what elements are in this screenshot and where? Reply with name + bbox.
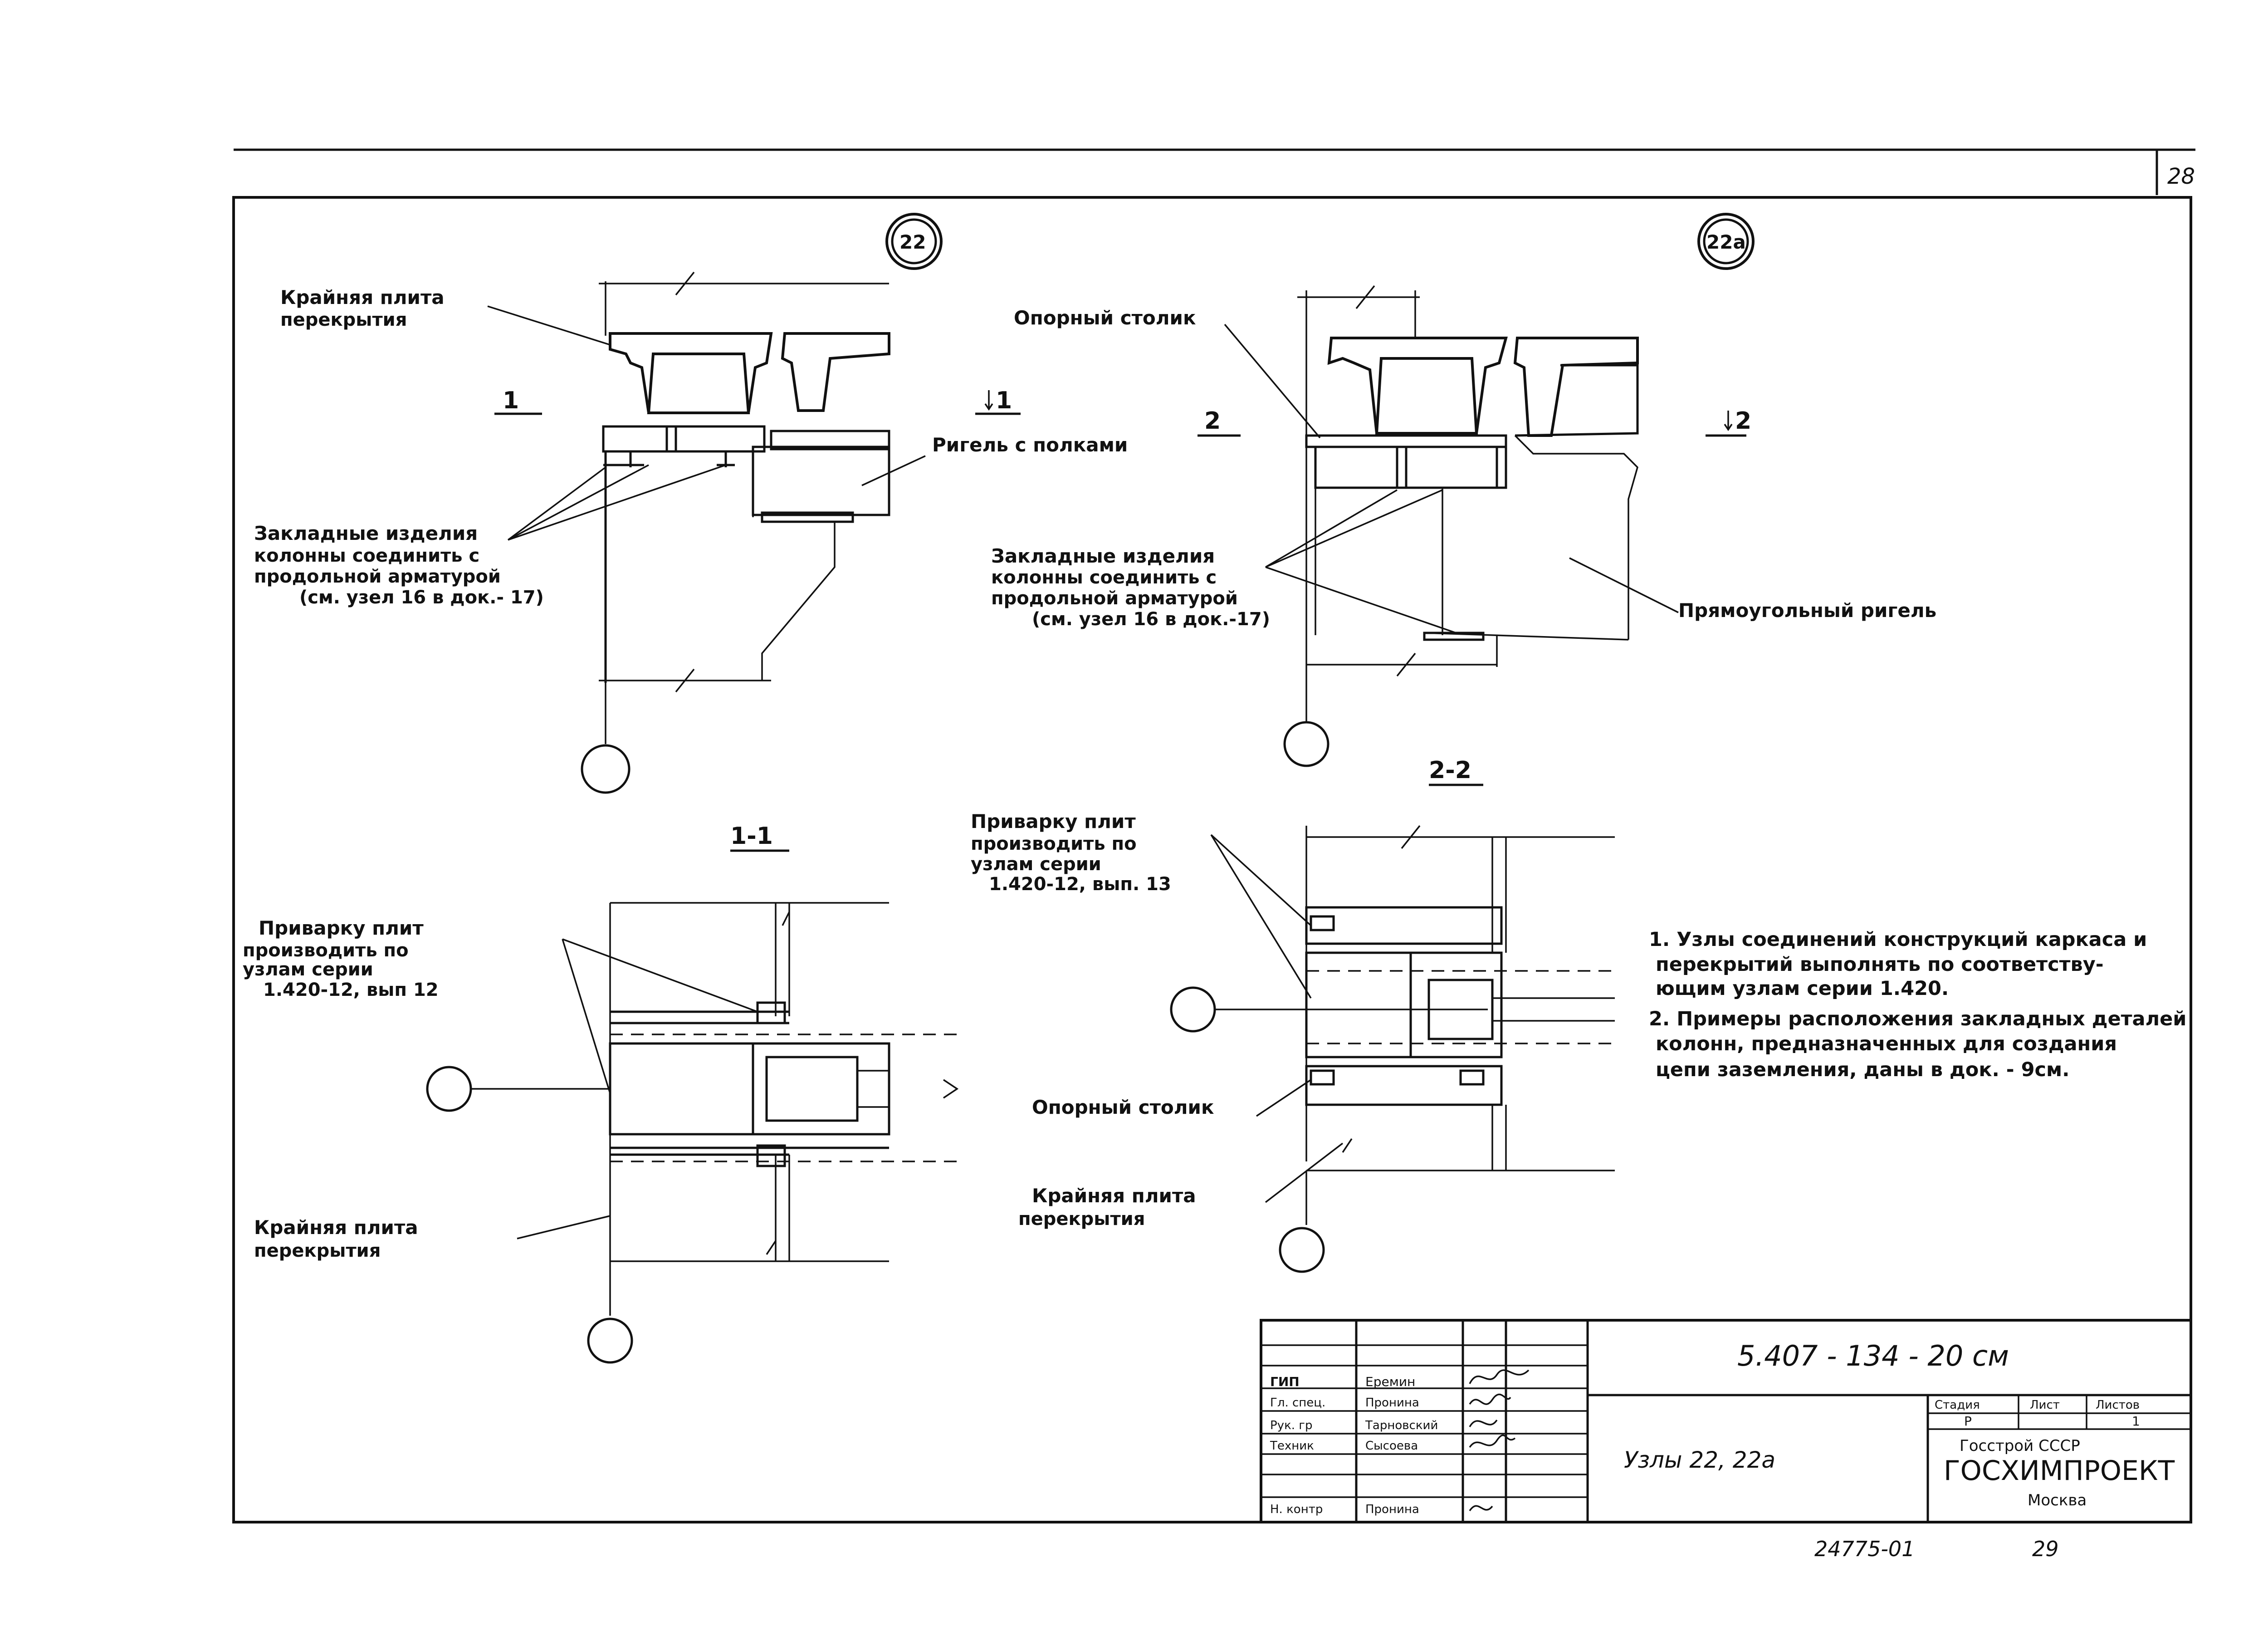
note-line-6: цепи заземления, даны в док. - 9см. [1656,1058,2070,1081]
title-block-grid [1260,1319,2192,1523]
stage-header: Стадия [1935,1398,1980,1412]
name-group-lead: Тарновский [1365,1419,1438,1432]
bottom-number: 24775-01 [1814,1537,1915,1561]
node-22a-section-mark-right: 2 [1735,407,1751,435]
section-2-2-support-label: Опорный столик [1032,1096,1214,1118]
node-22-section-mark-right: 1 [996,387,1012,414]
section-1-1-slab-label-2: перекрытия [254,1240,381,1261]
node-22-embedded-label-3: продольной арматурой [254,566,501,587]
node-22-drawing [487,213,1021,794]
role-group-lead: Рук. гр [1270,1419,1312,1432]
section-2-2-slab-label-2: перекрытия [1018,1209,1145,1229]
sheet-frame [232,148,2195,1523]
section-1-1-welding-label-1: Приварку плит [259,917,424,939]
name-chief-spec: Пронина [1365,1396,1419,1410]
sheets-header: Листов [2096,1398,2140,1412]
org-line-2: ГОСХИМПРОЕКТ [1944,1455,2175,1487]
note-line-4: 2. Примеры расположения закладных детале… [1649,1008,2186,1030]
doc-code: 5.407 - 134 - 20 см [1737,1339,2009,1372]
section-1-1-welding-label-4: 1.420-12, вып 12 [263,980,439,1000]
name-technician: Сысоева [1365,1439,1418,1453]
node-22-crossbar-label: Ригель с полками [932,434,1128,456]
node-22a-embedded-label-2: колонны соединить с [991,567,1217,588]
node-22a-drawing [1198,213,1755,767]
note-line-5: колонн, предназначенных для создания [1656,1033,2117,1055]
org-line-1: Госстрой СССР [1960,1437,2080,1455]
section-1-1-welding-label-2: производить по [243,940,409,961]
note-line-3: ющим узлам серии 1.420. [1656,977,1949,1000]
node-22a-embedded-label-4: (см. узел 16 в док.-17) [1032,609,1270,630]
bottom-page: 29 [2032,1537,2059,1561]
org-line-3: Москва [2028,1491,2087,1509]
sheet-header: Лист [2030,1398,2060,1412]
section-2-2-welding-label-4: 1.420-12, вып. 13 [989,874,1171,895]
stage-value: Р [1964,1414,1972,1429]
name-norm-control: Пронина [1365,1503,1419,1516]
role-chief-spec: Гл. спец. [1270,1396,1325,1410]
section-1-1-welding-label-3: узлам серии [243,959,373,980]
node-22-embedded-label-4: (см. узел 16 в док.- 17) [299,587,544,608]
name-gip: Еремин [1365,1374,1415,1389]
node-22a-bubble: 22а [1706,231,1746,253]
role-norm-control: Н. контр [1270,1503,1323,1516]
section-2-2-welding-label-3: узлам серии [971,854,1101,875]
sheet-title: Узлы 22, 22а [1624,1447,1775,1473]
signatures [1469,1369,1530,1512]
node-22a-embedded-label-3: продольной арматурой [991,588,1238,609]
note-line-2: перекрытий выполнять по соответству- [1656,953,2104,976]
note-line-1: 1. Узлы соединений конструкций каркаса и [1649,928,2147,951]
section-1-1-title: 1-1 [730,823,773,850]
node-22a-section-mark-left: 2 [1204,407,1221,435]
section-2-2-title: 2-2 [1429,757,1471,784]
role-gip: ГИП [1270,1374,1300,1389]
sheets-value: 1 [2132,1414,2140,1429]
node-22-section-mark-left: 1 [503,387,519,414]
section-2-2-welding-label-1: Приварку плит [971,810,1136,833]
section-2-2-slab-label-1: Крайняя плита [1032,1185,1196,1207]
node-22a-crossbar-label: Прямоугольный ригель [1678,599,1936,622]
node-22-embedded-label-1: Закладные изделия [254,522,478,544]
node-22-bubble: 22 [899,231,926,253]
node-22a-support-label: Опорный столик [1014,307,1196,329]
section-1-1-drawing [426,849,959,1364]
node-22-embedded-label-2: колонны соединить с [254,545,479,566]
role-technician: Техник [1270,1439,1314,1453]
section-2-2-drawing [1170,784,1615,1273]
sheet-number: 28 [2167,164,2195,189]
section-2-2-welding-label-2: производить по [971,833,1137,854]
section-1-1-slab-label-1: Крайняя плита [254,1216,418,1239]
node-22a-embedded-label-1: Закладные изделия [991,545,1215,567]
node-22-slab-label-2: перекрытия [280,309,407,330]
node-22-slab-label-1: Крайняя плита [280,286,445,309]
